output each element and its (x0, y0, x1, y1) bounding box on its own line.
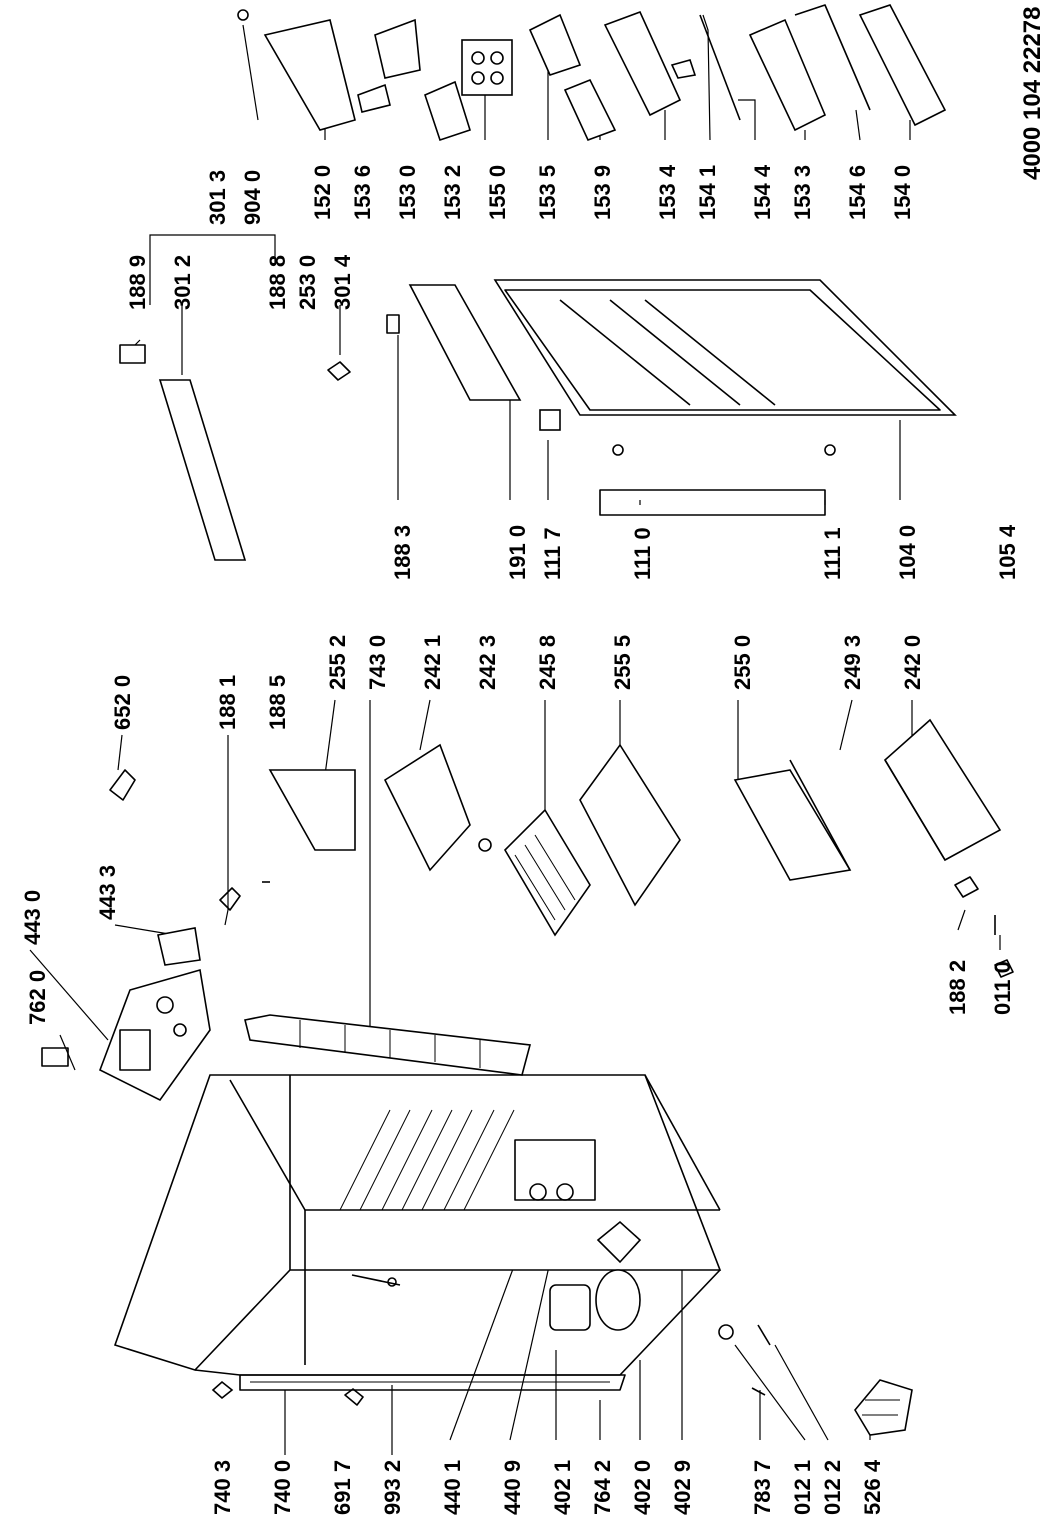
part-label: 153 5 (535, 165, 560, 220)
part-label: 743 0 (365, 635, 390, 690)
part-label: 154 6 (845, 165, 870, 220)
part-label: 153 9 (590, 165, 615, 220)
part-label: 011 0 (990, 961, 1015, 1015)
document-reference: 4000 104 22278 (1019, 6, 1046, 180)
part-label: 104 0 (895, 525, 920, 580)
part-label: 904 0 (240, 170, 265, 225)
part-label: 740 3 (210, 1460, 235, 1515)
part-label: 764 2 (590, 1460, 615, 1515)
part-label: 301 2 (170, 255, 195, 310)
part-label: 762 0 (25, 970, 50, 1025)
part-label: 402 9 (670, 1460, 695, 1515)
part-label: 188 5 (265, 675, 290, 730)
part-label: 155 0 (485, 165, 510, 220)
part-label: 783 7 (750, 1460, 775, 1515)
part-label: 153 2 (440, 165, 465, 220)
part-label: 440 9 (500, 1460, 525, 1515)
part-label: 242 0 (900, 635, 925, 690)
small-parts-left (211, 1274, 913, 1436)
part-label: 526 4 (860, 1459, 885, 1515)
part-label: 253 0 (295, 255, 320, 310)
part-label: 188 1 (215, 675, 240, 730)
part-label: 191 0 (505, 525, 530, 580)
part-label: 111 1 (820, 527, 845, 580)
cabinet (113, 1074, 722, 1391)
part-label: 691 7 (330, 1460, 355, 1515)
part-label: 249 3 (840, 635, 865, 690)
part-label: 105 4 (995, 524, 1020, 580)
part-label: 154 0 (890, 165, 915, 220)
part-label: 152 0 (310, 165, 335, 220)
part-label: 652 0 (110, 675, 135, 730)
part-label: 402 1 (550, 1460, 575, 1515)
door-liner (244, 1014, 532, 1076)
part-label: 443 3 (95, 865, 120, 920)
part-label: 245 8 (535, 635, 560, 690)
part-label: 993 2 (380, 1460, 405, 1515)
part-label: 111 7 (540, 527, 565, 580)
control-panel (41, 769, 270, 1102)
part-label: 188 2 (945, 960, 970, 1015)
part-label: 301 4 (330, 254, 355, 310)
part-label: 153 6 (350, 165, 375, 220)
part-label: 740 0 (270, 1460, 295, 1515)
part-label: 255 2 (325, 635, 350, 690)
door-assembly (119, 279, 1014, 978)
part-label: 154 1 (695, 165, 720, 220)
part-label: 443 0 (20, 890, 45, 945)
part-label: 154 4 (750, 164, 775, 220)
part-label: 188 8 (265, 255, 290, 310)
part-label: 440 1 (440, 1460, 465, 1515)
shelves-drawers (268, 718, 1002, 937)
part-label: 402 0 (630, 1460, 655, 1515)
door-shelves (237, 4, 947, 142)
part-label: 012 2 (820, 1460, 845, 1515)
part-label: 012 1 (790, 1460, 815, 1515)
part-label: 188 9 (125, 255, 150, 310)
part-label: 242 1 (420, 635, 445, 690)
part-label: 153 3 (790, 165, 815, 220)
part-labels: 740 3 740 0 691 7 993 2 440 1 440 9 402 1 764 2… (20, 164, 1020, 1515)
part-label: 111 0 (630, 527, 655, 580)
part-label: 255 5 (610, 635, 635, 690)
part-label: 153 4 (655, 164, 680, 220)
part-label: 242 3 (475, 635, 500, 690)
part-label: 188 3 (390, 525, 415, 580)
part-label: 301 3 (205, 170, 230, 225)
part-label: 153 0 (395, 165, 420, 220)
part-label: 255 0 (730, 635, 755, 690)
